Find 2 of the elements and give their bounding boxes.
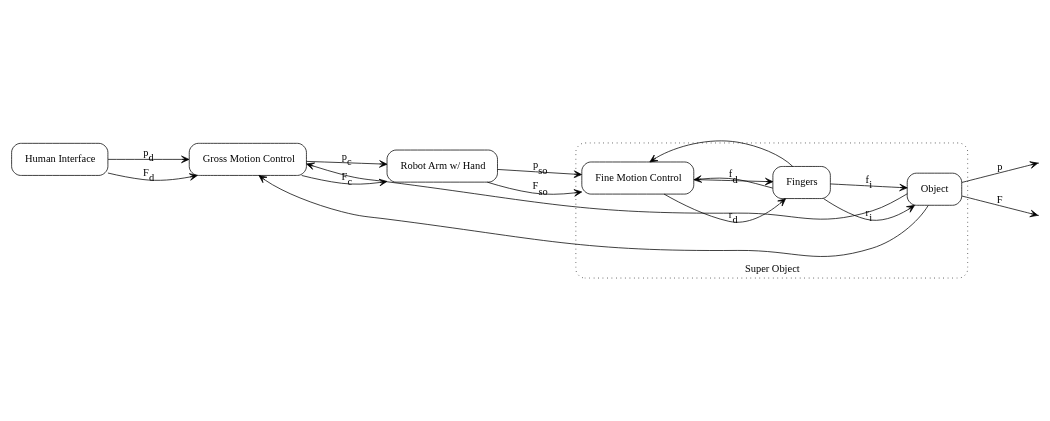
- edge-label: p: [997, 160, 1003, 172]
- edge-label: F: [996, 193, 1003, 205]
